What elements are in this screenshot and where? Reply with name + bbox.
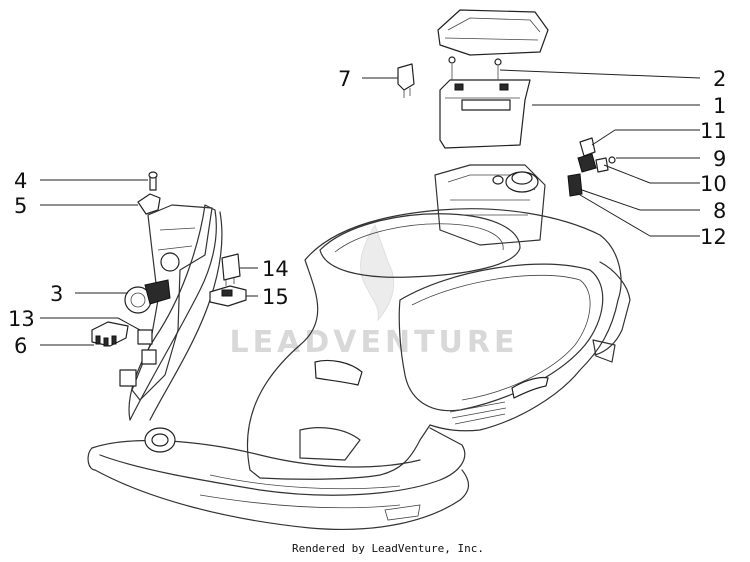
flame-icon xyxy=(360,223,395,322)
callout-14: 14 xyxy=(262,257,289,281)
callout-6: 6 xyxy=(14,334,27,358)
callout-7: 7 xyxy=(338,67,351,91)
callouts: 1 2 3 4 5 6 7 8 9 10 11 12 13 14 15 xyxy=(8,67,727,358)
callout-9: 9 xyxy=(713,147,726,171)
footer-credit: Rendered by LeadVenture, Inc. xyxy=(292,542,484,555)
fuse xyxy=(397,63,415,98)
leader-2 xyxy=(499,69,701,79)
callout-5: 5 xyxy=(14,194,27,218)
relay xyxy=(221,253,241,286)
connector-block xyxy=(91,321,129,347)
electrical-mount xyxy=(119,204,213,401)
callout-2: 2 xyxy=(713,67,726,91)
watermark: LEADVENTURE xyxy=(230,223,519,360)
scooter-body xyxy=(87,164,631,530)
callout-8: 8 xyxy=(713,199,726,223)
callout-3: 3 xyxy=(50,282,63,306)
relay-socket xyxy=(209,285,247,307)
leader-10a xyxy=(603,164,651,184)
leader-lines xyxy=(40,69,701,346)
leader-13b xyxy=(117,317,141,331)
callout-12: 12 xyxy=(700,225,727,249)
callout-4: 4 xyxy=(14,169,27,193)
leader-11a xyxy=(591,129,616,146)
callout-11: 11 xyxy=(700,119,727,143)
battery-screws xyxy=(448,56,502,80)
battery-cover xyxy=(437,9,549,56)
callout-1: 1 xyxy=(713,94,726,118)
relay-connector-group xyxy=(567,137,616,197)
bracket-group xyxy=(137,171,161,215)
leader-12a xyxy=(574,191,651,237)
leader-8a xyxy=(581,189,641,211)
callout-13: 13 xyxy=(8,307,35,331)
callout-10: 10 xyxy=(700,172,727,196)
battery xyxy=(439,79,531,149)
watermark-text: LEADVENTURE xyxy=(230,325,519,360)
callout-15: 15 xyxy=(262,285,289,309)
